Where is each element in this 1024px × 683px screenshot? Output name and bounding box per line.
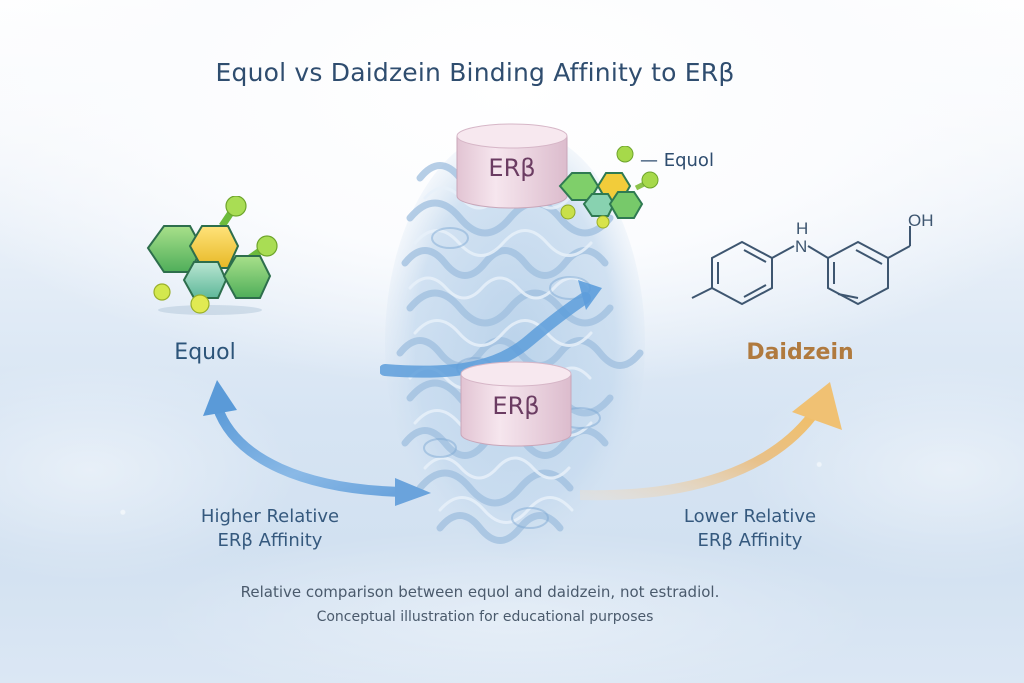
daidzein-n-atom: N bbox=[795, 237, 807, 256]
diagram-title: Equol vs Daidzein Binding Affinity to ER… bbox=[215, 58, 735, 87]
daidzein-label: Daidzein bbox=[746, 340, 854, 365]
daidzein-structure-diagram: N H OH bbox=[686, 210, 946, 320]
gold-arrow-icon bbox=[580, 380, 850, 505]
lower-affinity-line2: ERβ Affinity bbox=[697, 530, 803, 551]
erb-receptor-bottom: ERβ bbox=[459, 360, 573, 448]
lower-affinity-line1: Lower Relative bbox=[683, 506, 817, 527]
equol-label: Equol bbox=[174, 340, 236, 365]
blue-double-arrow-icon bbox=[195, 380, 435, 510]
erb-label-bottom: ERβ bbox=[492, 392, 540, 420]
erb-receptor-top: ERβ bbox=[455, 122, 569, 210]
comparison-note: Relative comparison between equol and da… bbox=[240, 583, 720, 601]
higher-affinity-caption: Higher Relative ERβ Affinity bbox=[150, 505, 390, 553]
disclaimer-note: Conceptual illustration for educational … bbox=[316, 609, 654, 625]
erb-label-top: ERβ bbox=[488, 154, 536, 182]
bound-equol-molecule-icon bbox=[550, 146, 665, 236]
bound-equol-label: — Equol bbox=[640, 150, 714, 171]
equol-molecule-icon bbox=[140, 196, 280, 321]
higher-affinity-line2: ERβ Affinity bbox=[217, 530, 323, 551]
higher-affinity-line1: Higher Relative bbox=[200, 506, 340, 527]
daidzein-h-atom: H bbox=[796, 219, 808, 238]
daidzein-oh-group: OH bbox=[908, 211, 934, 230]
lower-affinity-caption: Lower Relative ERβ Affinity bbox=[635, 505, 865, 553]
